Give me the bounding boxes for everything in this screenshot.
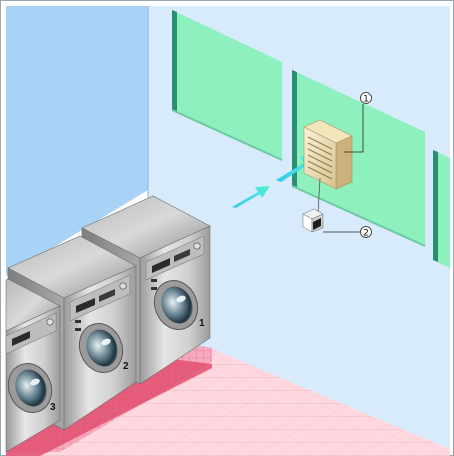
machine-number-3: 3 bbox=[50, 402, 56, 413]
callout-1-number: 1 bbox=[363, 95, 369, 105]
window-right bbox=[433, 150, 450, 268]
wall-control-icon bbox=[303, 209, 323, 232]
callout-2-number: 2 bbox=[363, 229, 369, 239]
machine-number-1: 1 bbox=[199, 318, 205, 329]
machine-number-2: 2 bbox=[123, 361, 129, 372]
